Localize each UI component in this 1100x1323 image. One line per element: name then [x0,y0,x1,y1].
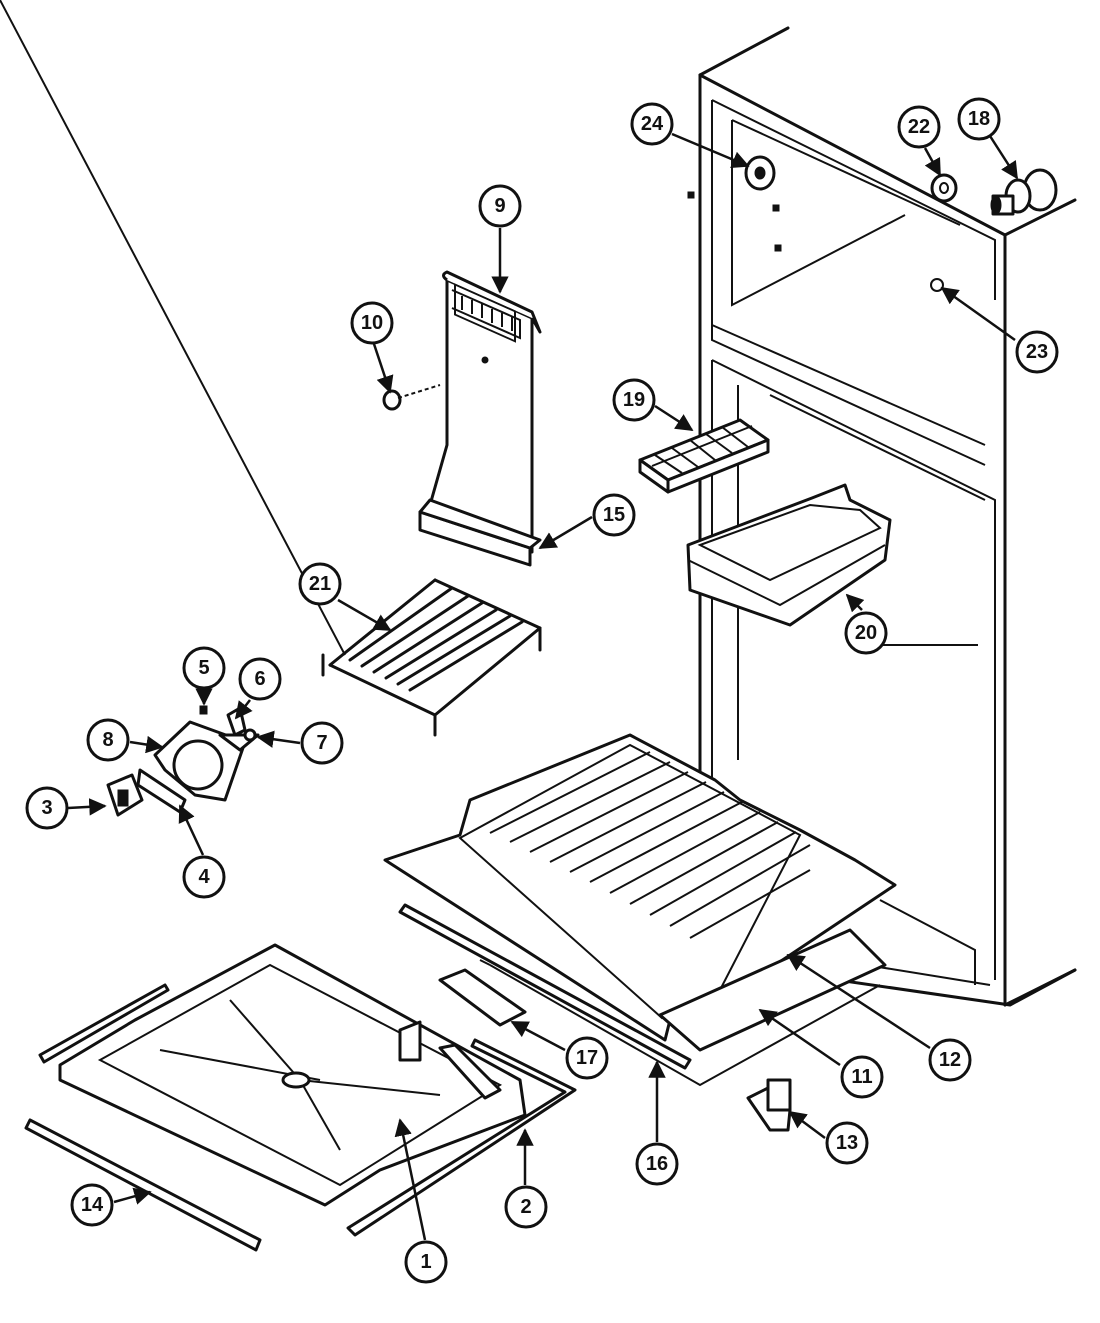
callout-label-19: 19 [623,389,645,411]
callout-label-24: 24 [641,113,664,135]
callout-6: 6 [234,657,282,720]
callout-14: 14 [70,1183,152,1227]
callout-label-12: 12 [939,1049,961,1071]
side-rail-2 [346,1038,577,1237]
callout-4: 4 [178,804,226,899]
callout-2: 2 [504,1128,548,1229]
callout-1: 1 [394,1118,448,1284]
callout-11: 11 [758,1008,884,1099]
callout-19: 19 [612,378,694,432]
callout-label-7: 7 [316,732,327,754]
grommet-24 [744,155,776,191]
callout-label-20: 20 [855,622,877,644]
callout-label-13: 13 [836,1132,858,1154]
callout-label-23: 23 [1026,341,1048,363]
screw-10 [382,384,441,411]
callout-label-14: 14 [81,1194,104,1216]
drawer-rail-frame [479,959,881,1087]
callout-label-3: 3 [41,797,52,819]
callout-9: 9 [478,184,522,294]
callout-label-5: 5 [198,657,209,679]
callout-label-22: 22 [908,116,930,138]
callout-12: 12 [786,953,972,1082]
fan-assembly [136,705,260,814]
callout-5: 5 [182,646,226,706]
callout-23: 23 [940,286,1059,374]
callout-label-11: 11 [851,1066,872,1088]
callout-label-21: 21 [309,573,331,595]
callout-label-6: 6 [254,668,265,690]
rail-14 [24,1118,262,1252]
cap-22 [930,173,958,203]
callout-label-9: 9 [494,195,505,217]
callout-10: 10 [350,301,394,394]
callout-label-1: 1 [420,1251,431,1273]
callout-18: 18 [957,97,1019,180]
callout-label-2: 2 [520,1196,531,1218]
divider-17 [438,968,527,1027]
callout-24: 24 [630,102,750,168]
callout-3: 3 [25,786,107,830]
control-knob-18 [990,168,1058,216]
callout-label-8: 8 [102,729,113,751]
callout-label-18: 18 [968,108,990,130]
duct-base-15 [418,498,542,567]
ice-tray-19 [638,418,770,494]
storage-bin-20 [686,483,892,627]
callout-label-4: 4 [198,866,210,888]
callout-label-17: 17 [576,1047,598,1069]
callout-20: 20 [844,593,888,655]
callout-21: 21 [298,562,392,632]
callout-22: 22 [897,105,942,177]
bracket-13 [746,1078,792,1132]
callout-label-10: 10 [361,312,383,334]
callout-8: 8 [86,718,164,762]
rail-16 [398,903,692,1070]
callout-7: 7 [256,721,344,765]
thermostat-3 [106,773,144,817]
left-rail [38,983,170,1064]
callout-label-16: 16 [646,1153,668,1175]
callout-16: 16 [635,1060,679,1186]
callout-13: 13 [788,1110,869,1165]
callout-15: 15 [538,493,636,550]
callout-17: 17 [510,1020,609,1080]
screw-23 [930,278,944,292]
callout-label-15: 15 [603,504,625,526]
drawer-pan-1 [58,943,527,1207]
